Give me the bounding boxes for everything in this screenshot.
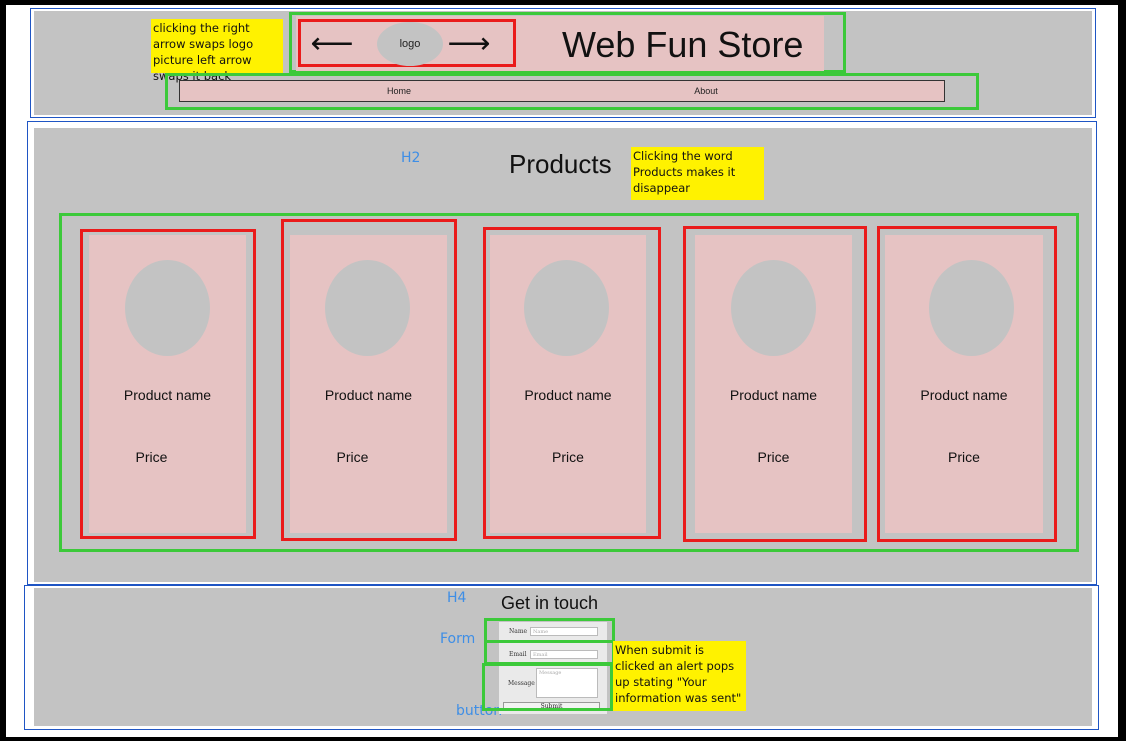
nav-bar (179, 80, 945, 102)
product-card-outline (877, 226, 1057, 542)
nav-link-home[interactable]: Home (386, 86, 411, 96)
form-tag-label: Form (440, 631, 476, 647)
product-price: Price (135, 449, 168, 465)
button-tag-label: button (456, 703, 503, 719)
product-image (125, 260, 210, 356)
product-name: Product name (524, 387, 612, 403)
submit-alert-note: When submit is clicked an alert pops up … (613, 641, 746, 711)
email-field-outline (484, 640, 615, 665)
products-click-note: Clicking the word Products makes it disa… (631, 147, 764, 200)
h2-tag-label: H2 (401, 150, 421, 166)
contact-heading: Get in touch (501, 593, 599, 613)
left-arrow-icon[interactable]: ⟵ (310, 27, 354, 60)
product-price: Price (948, 449, 980, 465)
product-image (731, 260, 816, 356)
product-image (325, 260, 410, 356)
message-button-outline (482, 663, 613, 711)
product-name: Product name (123, 387, 212, 403)
email-input[interactable]: Email (530, 650, 598, 659)
product-card-outline (683, 226, 867, 542)
nav-outline (165, 73, 979, 110)
product-price: Price (552, 449, 584, 465)
products-section-frame (27, 121, 1097, 585)
logo-image: logo (377, 22, 443, 66)
product-image (929, 260, 1014, 356)
contact-section-frame (24, 585, 1099, 730)
name-field-label: Name (509, 628, 528, 635)
store-title: Web Fun Store (562, 24, 804, 65)
message-field-label: Message (508, 680, 535, 687)
product-price: Price (757, 449, 790, 465)
product-card-outline (80, 229, 256, 539)
product-name: Product name (729, 387, 818, 403)
h4-tag-label: H4 (447, 590, 467, 606)
product-name: Product name (324, 387, 413, 403)
header-section-frame (30, 8, 1096, 118)
header-title-group-outline (289, 12, 846, 73)
product-card-outline (483, 227, 661, 539)
products-grid-outline (59, 213, 1079, 552)
right-arrow-icon[interactable]: ⟶ (447, 27, 491, 60)
logo-label: logo (399, 38, 421, 50)
email-field-label: Email (509, 651, 527, 658)
product-card-outline (281, 219, 457, 541)
product-name: Product name (920, 387, 1008, 403)
products-heading[interactable]: Products (509, 149, 612, 179)
product-image (524, 260, 609, 356)
nav-link-about[interactable]: About (694, 86, 718, 96)
message-textarea[interactable]: Message (536, 668, 598, 698)
name-input[interactable]: Name (530, 627, 598, 636)
product-price: Price (336, 449, 369, 465)
logo-swap-note: clicking the right arrow swaps logo pict… (151, 19, 283, 83)
